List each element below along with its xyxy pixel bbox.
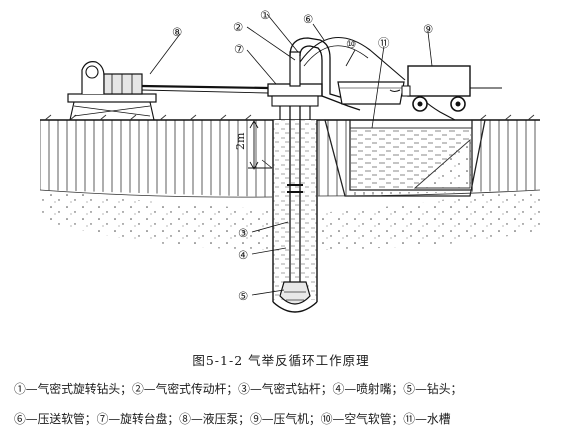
drill-bit [279,281,311,305]
callout-leaders [149,13,433,296]
rotary-table [267,83,323,120]
gooseneck-discharge [289,37,361,111]
callout-labels: ② ① ⑥ ⑦ ⑧ ⑩ ⑪ ⑨ ③ ④ ⑤ [172,8,433,303]
callout-1: ① [260,8,270,22]
drill-pipe [287,95,303,282]
callout-4: ④ [238,248,248,262]
callout-6: ⑥ [303,12,313,26]
callout-2: ② [233,20,243,34]
air-compressor [389,65,502,112]
ground-layer [40,120,540,197]
borehole [272,120,318,313]
callout-9: ⑨ [423,22,433,36]
callout-8: ⑧ [172,25,182,39]
hydraulic-pump [67,61,157,121]
callout-11: ⑪ [378,36,390,50]
callout-10: ⑩ [346,37,356,51]
callout-5: ⑤ [238,289,248,303]
callout-3: ③ [238,226,248,240]
depth-label: 2m [234,132,247,150]
hydraulic-line [141,84,269,90]
figure-caption: 图5-1-2 气举反循环工作原理 [192,353,370,368]
legend-line-2: ⑥—压送软管；⑦—旋转台盘；⑧—液压泵；⑨—压气机；⑩—空气软管；⑪—水槽 [14,412,451,426]
callout-7: ⑦ [234,42,244,56]
water-tank [324,119,486,197]
air-hose [299,36,406,81]
legend-line-1: ①—气密式旋转钻头；②—气密式传动杆；③—气密式钻杆；④—喷射嘴；⑤—钻头； [14,382,463,396]
depth-marker: 2m [234,120,273,170]
